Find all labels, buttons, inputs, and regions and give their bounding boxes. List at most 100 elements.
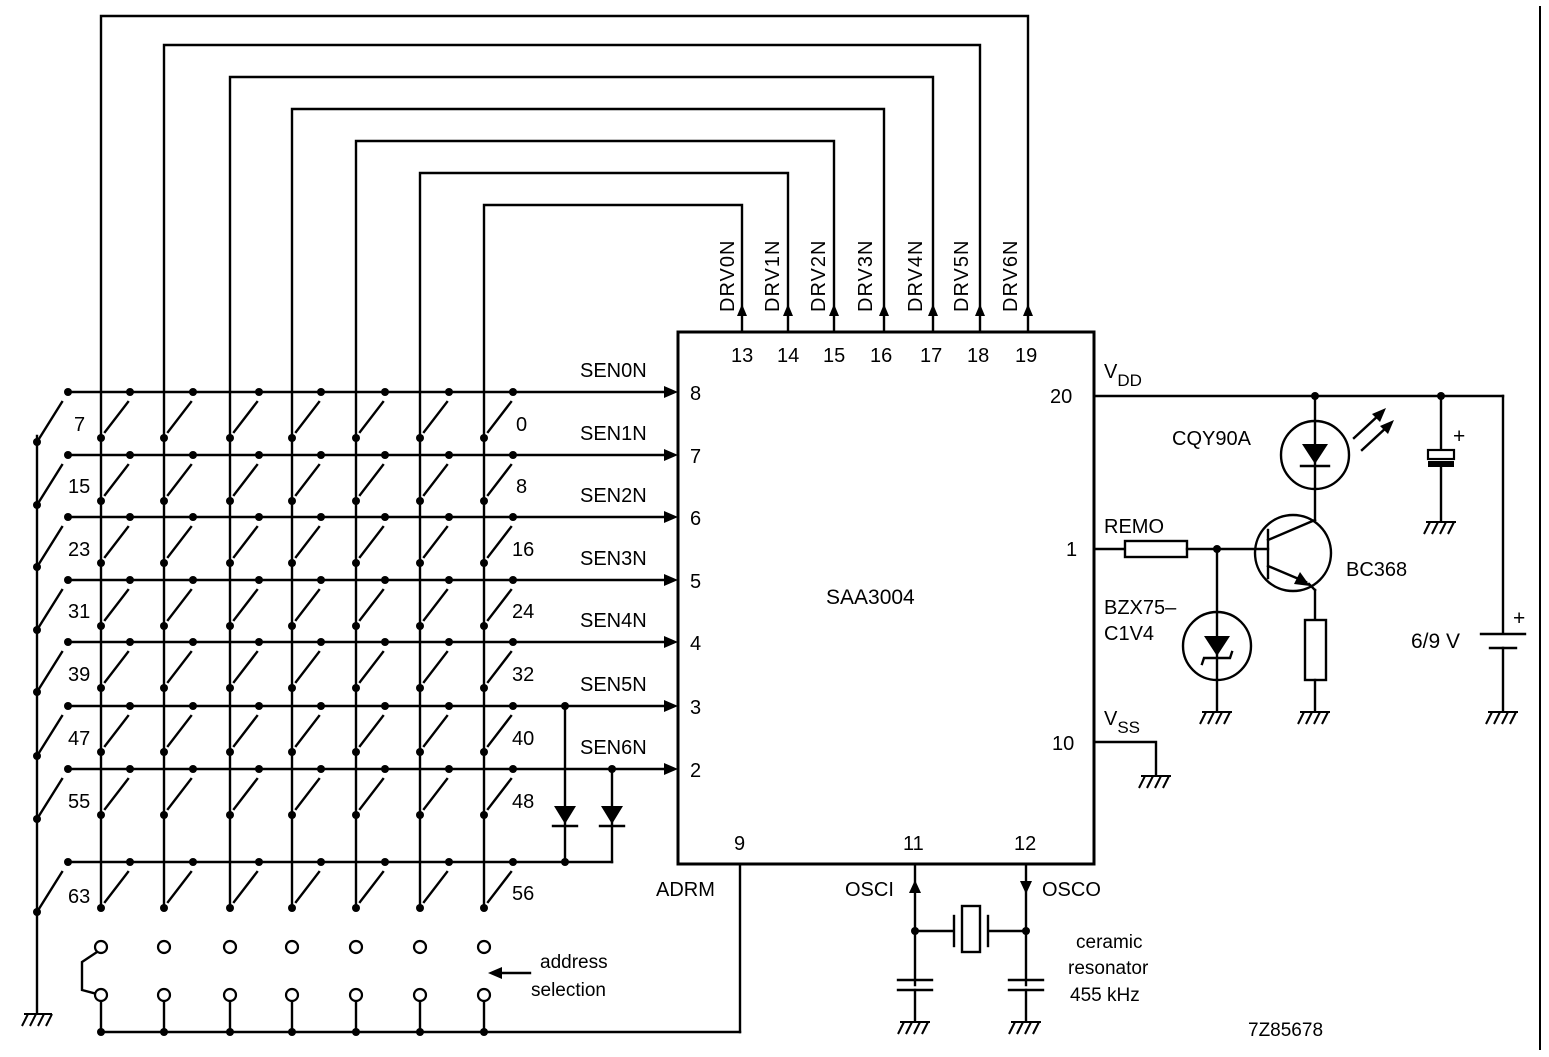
left-key-labels: 7 15 23 31 39 47 55 63 — [68, 414, 90, 908]
svg-text:DRV3N: DRV3N — [855, 240, 877, 312]
cap-plus: + — [1453, 425, 1465, 448]
bus-node — [33, 815, 41, 823]
led-cqy90a — [1279, 394, 1394, 522]
bus-switch — [35, 525, 64, 569]
row-node — [189, 858, 197, 866]
column-node — [97, 434, 105, 442]
row-node — [381, 858, 389, 866]
key-switch — [358, 714, 385, 748]
row-node — [255, 576, 263, 584]
emitter-resistor — [1297, 618, 1330, 725]
row-node — [381, 702, 389, 710]
svg-text:DRV5N: DRV5N — [951, 240, 973, 312]
svg-text:6: 6 — [690, 508, 701, 530]
right-key-labels: 0 8 16 24 32 40 48 56 — [512, 414, 534, 905]
svg-text:14: 14 — [777, 345, 799, 367]
column-node — [160, 748, 168, 756]
resonator-label-1: ceramic — [1076, 932, 1143, 953]
address-terminal-bottom — [222, 987, 238, 1003]
row-node — [445, 388, 453, 396]
column-node — [97, 497, 105, 505]
svg-text:19: 19 — [1015, 345, 1037, 367]
row-node — [255, 702, 263, 710]
vdd-capacitor — [1423, 448, 1456, 535]
svg-text:2: 2 — [690, 760, 701, 782]
row-node — [317, 576, 325, 584]
row-node — [317, 638, 325, 646]
row-node — [445, 451, 453, 459]
svg-text:DRV0N: DRV0N — [717, 240, 739, 312]
svg-text:7: 7 — [690, 446, 701, 468]
column-node — [97, 811, 105, 819]
address-label-2: selection — [531, 980, 606, 1001]
svg-text:16: 16 — [512, 539, 534, 561]
column-node — [160, 559, 168, 567]
column-node — [160, 904, 168, 912]
column-node — [416, 904, 424, 912]
vss-label: VSS — [1104, 708, 1140, 737]
column-node — [416, 811, 424, 819]
key-switch — [422, 463, 449, 497]
bus-node — [33, 908, 41, 916]
column-node — [480, 622, 488, 630]
address-node — [226, 1028, 234, 1036]
row-node — [126, 702, 134, 710]
key-switch — [232, 777, 259, 811]
column-node — [97, 684, 105, 692]
drv-pin-numbers: 13 14 15 16 17 18 19 — [731, 345, 1037, 367]
svg-text:8: 8 — [516, 476, 527, 498]
row-node — [255, 858, 263, 866]
svg-text:15: 15 — [823, 345, 845, 367]
row-node — [509, 638, 517, 646]
row-node — [317, 765, 325, 773]
column-node — [352, 684, 360, 692]
column-node — [226, 497, 234, 505]
row-node — [317, 702, 325, 710]
svg-text:23: 23 — [68, 539, 90, 561]
column-node — [416, 559, 424, 567]
row-node — [126, 576, 134, 584]
bus-node — [33, 752, 41, 760]
battery-label: 6/9 V — [1411, 630, 1460, 653]
column-node — [226, 559, 234, 567]
key-switch — [486, 463, 513, 497]
address-node — [160, 1028, 168, 1036]
key-switch — [422, 400, 449, 434]
column-node — [480, 497, 488, 505]
column-node — [288, 904, 296, 912]
row-node — [445, 858, 453, 866]
row-node — [509, 702, 517, 710]
column-node — [416, 748, 424, 756]
bus-switch — [35, 870, 64, 914]
key-switch — [232, 525, 259, 559]
zener-bzx75 — [1181, 547, 1253, 725]
svg-text:39: 39 — [68, 664, 90, 686]
row-node — [189, 765, 197, 773]
key-switch — [232, 870, 259, 904]
row-node — [381, 388, 389, 396]
svg-text:SEN5N: SEN5N — [580, 674, 647, 696]
address-label-1: address — [540, 952, 608, 973]
column-node — [288, 684, 296, 692]
bus-node — [33, 501, 41, 509]
column-node — [97, 748, 105, 756]
svg-text:DRV2N: DRV2N — [808, 240, 830, 312]
row-node — [126, 638, 134, 646]
pin-osci-number: 11 — [903, 833, 924, 855]
sen-pin-numbers: 8 7 6 5 4 3 2 — [690, 383, 701, 782]
svg-text:31: 31 — [68, 601, 90, 623]
column-node — [160, 434, 168, 442]
column-node — [480, 811, 488, 819]
address-terminal-bottom — [156, 987, 172, 1003]
column-node — [416, 434, 424, 442]
svg-text:56: 56 — [512, 883, 534, 905]
key-switch — [358, 463, 385, 497]
svg-text:DRV1N: DRV1N — [762, 240, 784, 312]
column-node — [352, 904, 360, 912]
adrm-label: ADRM — [656, 879, 715, 901]
transistor-label: BC368 — [1346, 559, 1407, 581]
key-switch — [166, 588, 193, 622]
key-switch — [486, 588, 513, 622]
bus-switch — [35, 463, 64, 507]
row-node — [189, 388, 197, 396]
